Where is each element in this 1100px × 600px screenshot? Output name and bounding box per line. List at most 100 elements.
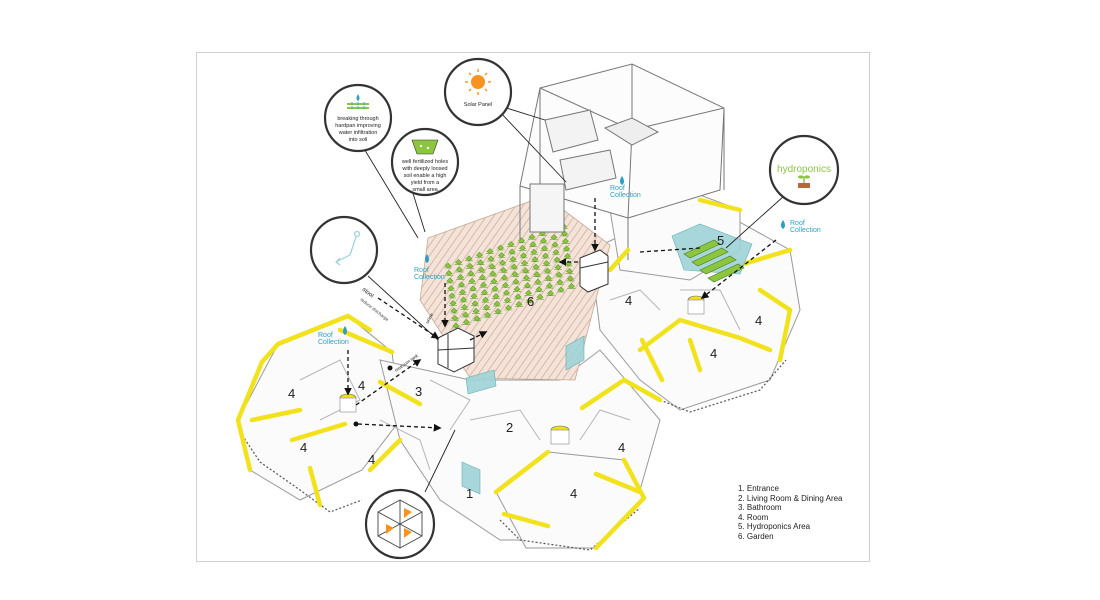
plant [557, 286, 565, 293]
plant [494, 308, 502, 314]
plant [551, 241, 559, 248]
plant [458, 288, 467, 295]
plant [496, 244, 505, 251]
plant [480, 289, 489, 296]
plant [478, 274, 487, 281]
fertilized-callout: well fertilized holes with deeply loosed… [390, 127, 460, 197]
plant [470, 292, 478, 299]
plant [567, 282, 576, 289]
hardpan-line-2: hardpan improving [335, 123, 381, 129]
plant [545, 282, 554, 289]
pipe-icon [335, 230, 361, 266]
reduce-label: reduce discharge [359, 297, 390, 322]
plant [539, 237, 548, 244]
legend-item-garden: 6. Garden [738, 531, 774, 541]
plant [507, 240, 515, 247]
hardpan-line-4: into soil [349, 137, 368, 143]
base-edges [239, 359, 787, 551]
room-number-room: 4 [710, 346, 717, 361]
roof-collection-right: Roof Collection [781, 220, 821, 234]
plant [454, 258, 463, 265]
room-number-garden: 6 [527, 294, 534, 309]
plant [517, 237, 526, 244]
plant [482, 304, 491, 311]
solar-panel-label: Solar Panel [464, 102, 492, 108]
water-drop-icon [347, 94, 369, 110]
urine-label: urine [425, 312, 436, 325]
plant [468, 277, 476, 284]
plant [541, 252, 550, 259]
plant [509, 255, 517, 262]
plant [499, 267, 508, 273]
hardpan-callout: breaking through hardpan improving water… [323, 83, 393, 153]
hydroponics-label: hydroponics [777, 164, 831, 175]
yellow-cisterns [339, 295, 705, 445]
plant [465, 255, 473, 262]
plant [461, 311, 470, 318]
plant [479, 281, 488, 288]
plant [513, 285, 521, 292]
solar-roof-structure [519, 63, 725, 260]
plant [554, 264, 562, 270]
plant [447, 285, 455, 291]
plant [520, 259, 529, 266]
seedling-icon [798, 175, 810, 188]
plant [519, 252, 528, 259]
plant [535, 286, 543, 293]
hydroponics-callout: hydroponics [768, 134, 840, 206]
plant [544, 275, 553, 281]
plant [515, 300, 523, 307]
plant [500, 274, 509, 281]
plant [472, 307, 480, 314]
plant [503, 297, 512, 303]
plant [534, 278, 542, 285]
plant [508, 248, 516, 255]
fertilized-line-5: small area [412, 187, 438, 193]
plant [493, 300, 501, 307]
legend-item-bathroom: 3. Bathroom [738, 503, 782, 513]
plant [530, 248, 538, 255]
plant [522, 274, 531, 281]
plant [550, 234, 558, 240]
plant [529, 241, 537, 248]
room-numbers: 1 2 3 5 6 4 4 4 4 4 4 4 4 4 [288, 233, 762, 501]
svg-text:Roof: Roof [414, 267, 429, 274]
plant [490, 278, 498, 284]
plant [497, 252, 506, 258]
room-number-entrance: 1 [466, 486, 473, 501]
plant [451, 315, 459, 321]
plant [462, 318, 471, 325]
plant [445, 270, 453, 276]
legend-item-living: 2. Living Room & Dining Area [738, 493, 843, 503]
plant [502, 289, 511, 296]
room-number-room: 4 [368, 452, 375, 467]
plant [565, 267, 574, 274]
plant [450, 307, 458, 314]
plant [446, 277, 454, 284]
plant [540, 245, 549, 251]
water-drop-icon [343, 326, 347, 335]
plant [546, 290, 555, 296]
plant [523, 282, 532, 289]
plant [466, 262, 474, 269]
plant [498, 259, 507, 266]
plant [486, 248, 494, 254]
plant [555, 271, 563, 278]
solar-callout: Solar Panel [443, 57, 513, 127]
plant [531, 256, 539, 263]
svg-text:Roof: Roof [318, 332, 333, 339]
plant [543, 267, 552, 274]
room-number-room: 4 [755, 313, 762, 328]
water-drop-icon [425, 254, 429, 263]
legend: 1. Entrance 2. Living Room & Dining Area… [738, 484, 843, 542]
plant [560, 230, 569, 237]
room-number-room: 4 [300, 440, 307, 455]
plant [566, 275, 575, 282]
plant [528, 233, 536, 240]
plant [488, 263, 496, 269]
plant [542, 260, 551, 266]
plant [525, 297, 534, 304]
plant [459, 296, 468, 303]
room-number-living: 2 [506, 420, 513, 435]
